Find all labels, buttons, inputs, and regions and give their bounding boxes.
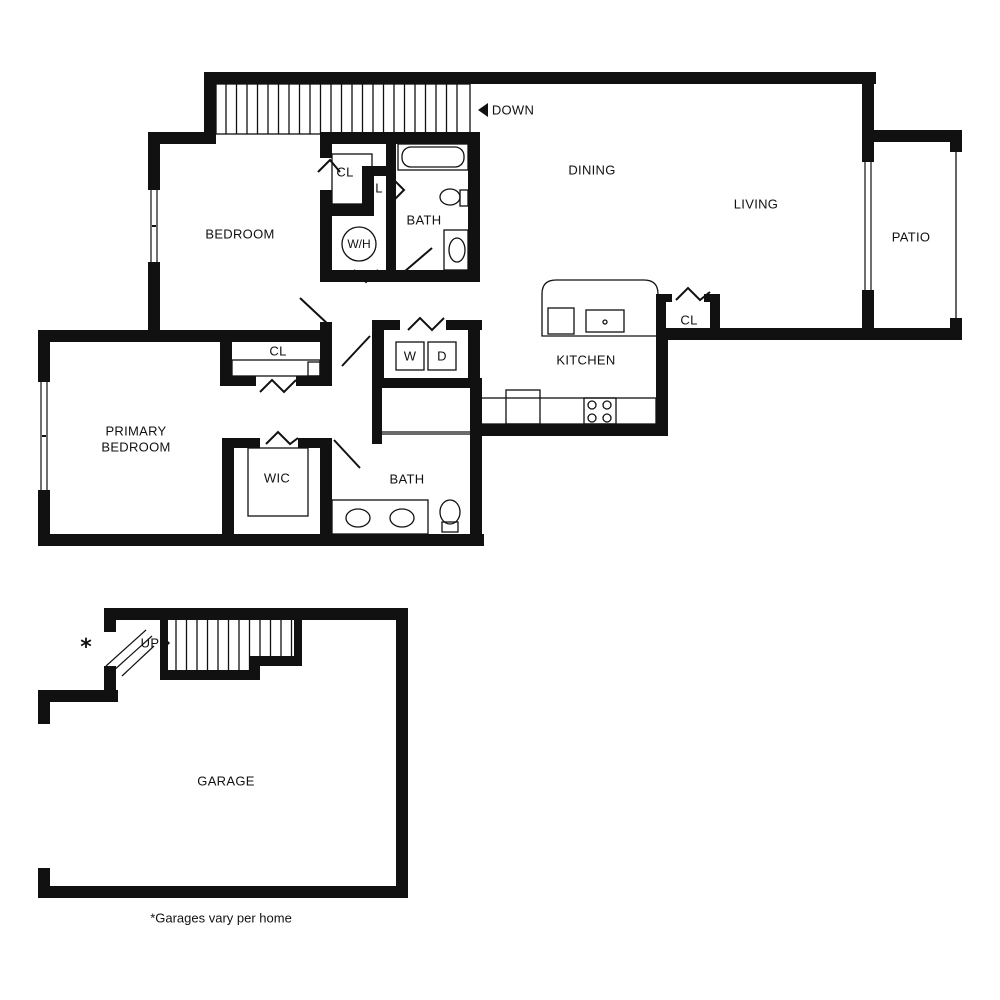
down-label: DOWN	[492, 102, 534, 117]
garage-note: *Garages vary per home	[150, 910, 292, 925]
wic-label: WIC	[264, 470, 290, 485]
bath-upper-label: BATH	[407, 212, 442, 227]
primary-bedroom-label-line1: PRIMARY	[105, 423, 166, 438]
dining-label: DINING	[568, 162, 615, 177]
windows	[40, 152, 957, 490]
room-labels: DOWN DINING LIVING PATIO BEDROOM CL L BA…	[101, 102, 930, 486]
upper-floor-walls	[38, 72, 962, 546]
bedroom-label: BEDROOM	[205, 226, 274, 241]
up-label: UP	[141, 635, 160, 650]
closet-kitchen-label: CL	[680, 312, 697, 327]
garage-label: GARAGE	[197, 773, 254, 788]
garage	[38, 608, 408, 898]
closet-hall-label: CL	[269, 343, 286, 358]
kitchen-label: KITCHEN	[556, 352, 615, 367]
washer-label: W	[404, 348, 417, 363]
upper-stairs	[215, 83, 471, 135]
closet-bedroom-label: CL	[336, 164, 353, 179]
water-heater-label: W/H	[347, 237, 370, 251]
garage-asterisk: *	[80, 635, 92, 660]
patio-label: PATIO	[892, 229, 931, 244]
primary-bedroom-label-line2: BEDROOM	[101, 439, 170, 454]
linen-label: L	[375, 180, 383, 195]
dryer-label: D	[437, 348, 447, 363]
living-label: LIVING	[734, 196, 778, 211]
bath-lower-label: BATH	[390, 471, 425, 486]
down-arrow-icon	[478, 103, 488, 117]
fixtures	[231, 143, 659, 535]
up-arrow-icon	[163, 636, 170, 650]
doors	[259, 158, 711, 469]
